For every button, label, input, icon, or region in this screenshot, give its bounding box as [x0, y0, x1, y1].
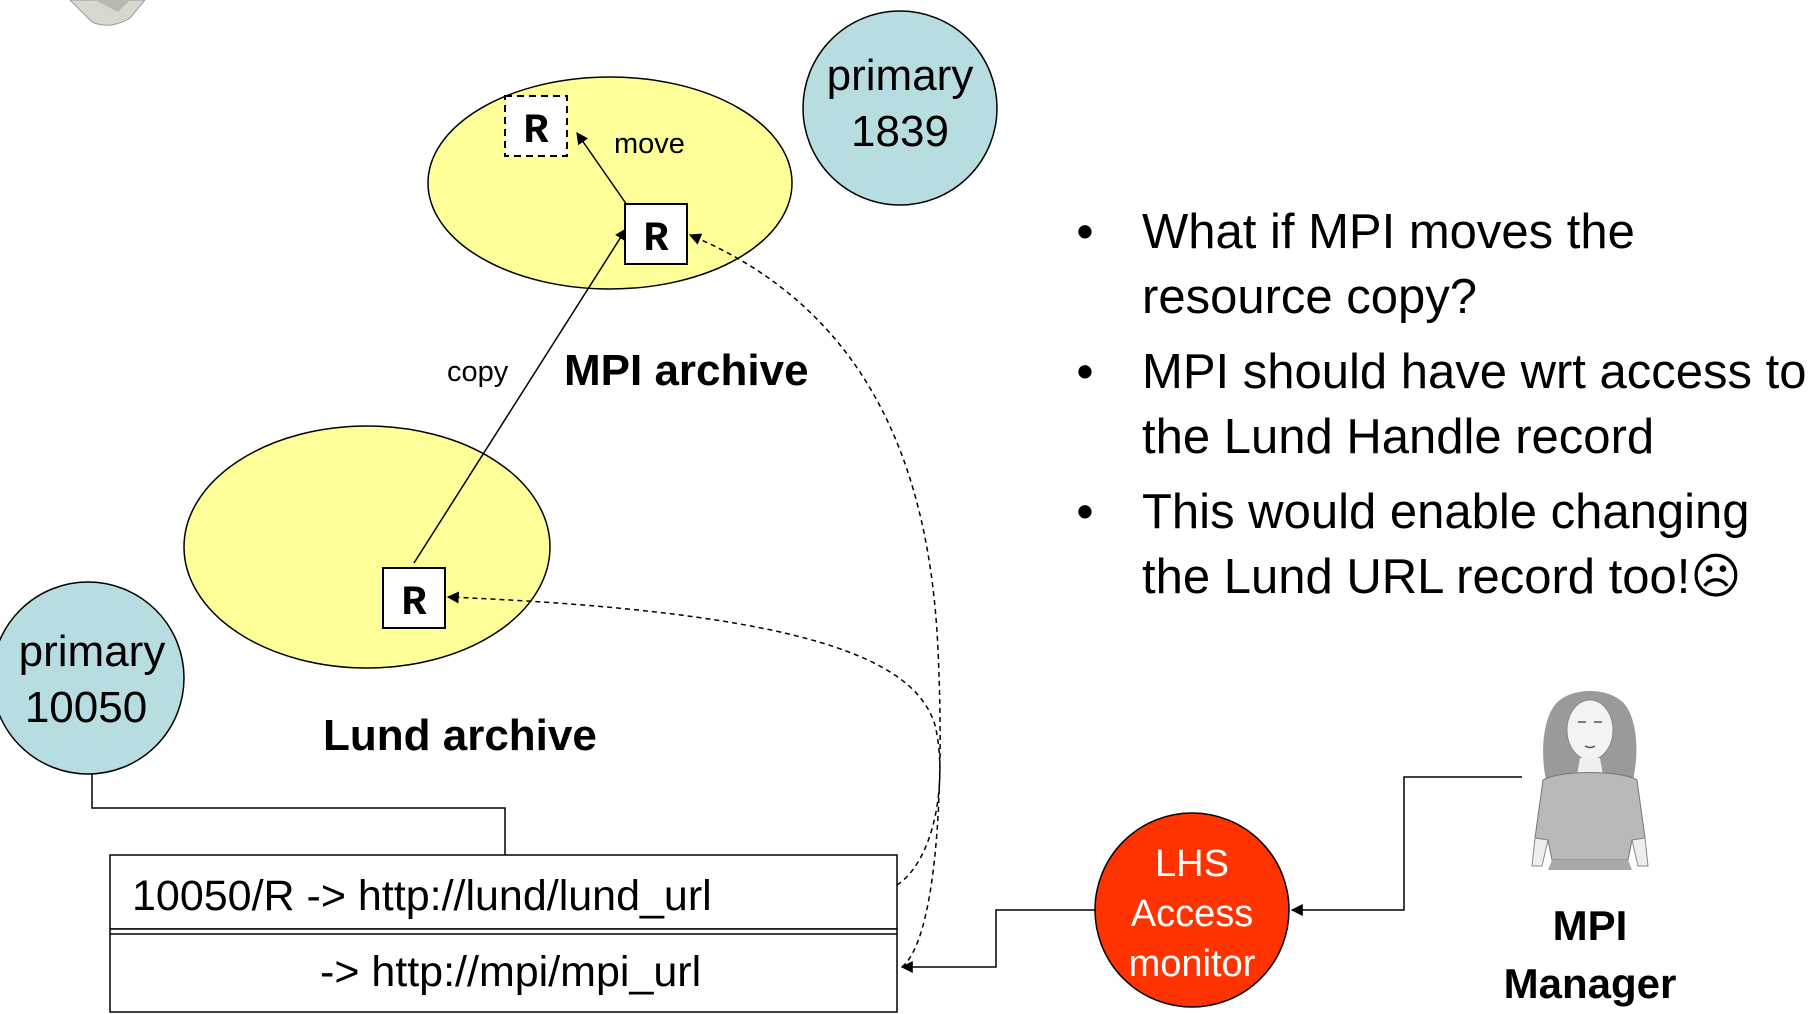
lund-reference-arrow	[446, 591, 941, 886]
mpi-manager-person-icon	[1531, 691, 1649, 870]
bullet-text: MPI should have wrt access to the Lund H…	[1142, 345, 1807, 464]
lhs-line2: Access	[1131, 893, 1253, 935]
mpi-reference-arrow	[688, 233, 941, 968]
resource-glyph: R	[401, 579, 427, 627]
move-arrow	[576, 132, 628, 206]
primary-1839-node: primary 1839	[802, 10, 998, 206]
bullet-item: • This would enable changing the Lund URL…	[1070, 480, 1810, 610]
bullet-text: What if MPI moves the resource copy?	[1142, 205, 1635, 324]
lhs-line3: monitor	[1129, 943, 1256, 985]
primary-10050-line2: 10050	[25, 683, 147, 732]
mpi-manager-label-line1: MPI	[1553, 902, 1628, 949]
primary-1839-line2: 1839	[851, 107, 949, 156]
mpi-manager-label-line2: Manager	[1504, 960, 1677, 1007]
resource-mpi: R	[624, 203, 688, 265]
bullet-text: This would enable changing the Lund URL …	[1142, 485, 1750, 604]
lhs-line1: LHS	[1155, 843, 1229, 885]
bullet-item: • MPI should have wrt access to the Lund …	[1070, 340, 1810, 470]
lhs-to-record-arrow	[900, 909, 1096, 973]
primary-10050-line1: primary	[19, 627, 166, 676]
lund-archive-ellipse	[183, 425, 551, 669]
bullet-marker: •	[1076, 205, 1094, 259]
move-label: move	[614, 128, 685, 160]
bullet-marker: •	[1076, 345, 1094, 399]
primary-10050-node: primary 10050	[0, 581, 185, 775]
mpi-archive-label: MPI archive	[564, 346, 809, 395]
resource-glyph: R	[643, 215, 669, 263]
bullet-item: • What if MPI moves the resource copy?	[1070, 200, 1810, 330]
handle-record-box: 10050/R -> http://lund/lund_url -> http:…	[109, 854, 898, 1013]
manager-to-lhs-arrow	[1290, 776, 1522, 916]
resource-lund: R	[382, 567, 446, 629]
copy-label: copy	[447, 356, 509, 388]
resource-glyph: R	[523, 107, 549, 155]
lhs-access-monitor-node: LHS Access monitor	[1094, 812, 1290, 1008]
resource-moved-placeholder: R	[504, 95, 568, 157]
mpi-archive-ellipse	[427, 76, 793, 290]
bullet-list: • What if MPI moves the resource copy? • M…	[1070, 200, 1810, 620]
record-row-mpi-url: -> http://mpi/mpi_url	[320, 948, 701, 996]
primary-1839-line1: primary	[827, 51, 974, 100]
copy-arrow	[413, 227, 627, 564]
lund-archive-label: Lund archive	[323, 711, 597, 760]
bullet-marker: •	[1076, 485, 1094, 539]
record-row-lund-url: 10050/R -> http://lund/lund_url	[132, 872, 712, 920]
primary-record-connector	[91, 774, 506, 855]
logo-fragment	[69, 0, 146, 26]
